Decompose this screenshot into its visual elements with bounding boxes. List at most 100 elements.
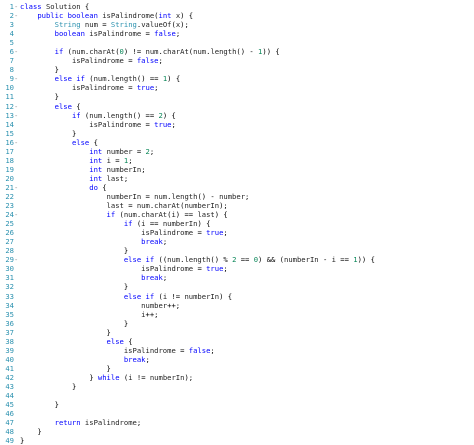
code-text[interactable]: }	[106, 363, 111, 373]
code-line[interactable]: 24- if (num.charAt(i) == last) {	[0, 210, 474, 219]
code-line[interactable]: 6- if (num.charAt(0) != num.charAt(num.l…	[0, 47, 474, 56]
code-line[interactable]: 39 isPalindrome = false;	[0, 346, 474, 355]
code-line[interactable]: 32 }	[0, 282, 474, 291]
code-text[interactable]: if (num.length() == 2) {	[71, 110, 176, 120]
code-text[interactable]: else {	[106, 336, 133, 346]
code-line[interactable]: 27 break;	[0, 237, 474, 246]
code-text[interactable]: }	[123, 282, 129, 292]
code-line[interactable]: 30 isPalindrome = true;	[0, 264, 474, 273]
code-line[interactable]: 47 return isPalindrome;	[0, 418, 474, 427]
code-text[interactable]: }	[54, 92, 59, 102]
code-text[interactable]: isPalindrome = true;	[71, 83, 159, 93]
code-text[interactable]: class Solution {	[20, 2, 90, 11]
code-text[interactable]: if (i == numberIn) {	[123, 219, 211, 229]
code-line[interactable]: 48 }	[0, 427, 474, 436]
code-text[interactable]: }	[20, 436, 25, 445]
code-text[interactable]: break;	[141, 237, 168, 247]
fold-toggle-icon[interactable]: -	[14, 11, 19, 21]
code-text[interactable]: isPalindrome = true;	[141, 228, 228, 238]
code-text[interactable]: }	[123, 318, 129, 328]
code-text[interactable]: do {	[89, 182, 107, 192]
code-line[interactable]: 8 }	[0, 65, 474, 74]
code-line[interactable]: 10 isPalindrome = true;	[0, 83, 474, 92]
code-text[interactable]	[18, 409, 20, 418]
code-text[interactable]: int numberIn;	[89, 164, 146, 174]
code-line[interactable]: 9- else if (num.length() == 1) {	[0, 74, 474, 83]
code-text[interactable]: public boolean isPalindrome(int x) {	[37, 11, 194, 21]
fold-toggle-icon[interactable]: -	[14, 2, 19, 11]
code-line[interactable]: 3 String num = String.valueOf(x);	[0, 20, 474, 29]
code-line[interactable]: 35 i++;	[0, 310, 474, 319]
code-text[interactable]: number++;	[141, 300, 181, 310]
code-line[interactable]: 14 isPalindrome = true;	[0, 120, 474, 129]
code-line[interactable]: 7 isPalindrome = false;	[0, 56, 474, 65]
code-text[interactable]: int number = 2;	[89, 146, 155, 156]
code-text[interactable]	[18, 391, 20, 400]
code-text[interactable]: else {	[54, 101, 81, 111]
fold-toggle-icon[interactable]: -	[14, 255, 19, 265]
code-line[interactable]: 49}	[0, 436, 474, 445]
code-line[interactable]: 44	[0, 391, 474, 400]
code-text[interactable]: String num = String.valueOf(x);	[54, 20, 189, 30]
fold-toggle-icon[interactable]: -	[14, 101, 19, 111]
code-line[interactable]: 23 last = num.charAt(numberIn);	[0, 201, 474, 210]
code-text[interactable]: } while (i != numberIn);	[89, 372, 194, 382]
code-line[interactable]: 13- if (num.length() == 2) {	[0, 111, 474, 120]
code-text[interactable]: if (num.charAt(0) != num.charAt(num.leng…	[54, 47, 280, 57]
code-line[interactable]: 38 else {	[0, 337, 474, 346]
code-line[interactable]: 5	[0, 38, 474, 47]
code-text[interactable]: }	[71, 381, 77, 391]
code-line[interactable]: 40 break;	[0, 355, 474, 364]
code-line[interactable]: 41 }	[0, 364, 474, 373]
fold-toggle-icon[interactable]: -	[14, 110, 19, 120]
code-text[interactable]: else if ((num.length() % 2 == 0) && (num…	[123, 255, 375, 265]
code-text[interactable]	[18, 38, 20, 47]
code-text[interactable]: }	[106, 327, 111, 337]
code-line[interactable]: 46	[0, 409, 474, 418]
code-line[interactable]: 21- do {	[0, 183, 474, 192]
code-text[interactable]: if (num.charAt(i) == last) {	[106, 210, 228, 220]
code-text[interactable]: else if (i != numberIn) {	[123, 291, 233, 301]
code-text[interactable]: else if (num.length() == 1) {	[54, 74, 181, 84]
code-line[interactable]: 45 }	[0, 400, 474, 409]
fold-toggle-icon[interactable]: -	[14, 182, 19, 192]
code-text[interactable]: }	[123, 246, 129, 256]
code-line[interactable]: 29- else if ((num.length() % 2 == 0) && …	[0, 255, 474, 264]
code-text[interactable]: isPalindrome = false;	[71, 56, 163, 66]
fold-toggle-icon[interactable]: -	[14, 210, 19, 220]
fold-toggle-icon[interactable]: -	[14, 47, 19, 57]
code-line[interactable]: 36 }	[0, 319, 474, 328]
code-text[interactable]: }	[71, 128, 77, 138]
code-line[interactable]: 1-class Solution {	[0, 2, 474, 11]
code-line[interactable]: 25 if (i == numberIn) {	[0, 219, 474, 228]
code-text[interactable]: break;	[141, 273, 168, 283]
code-line[interactable]: 33 else if (i != numberIn) {	[0, 292, 474, 301]
code-text[interactable]: return isPalindrome;	[54, 418, 142, 428]
code-line[interactable]: 12- else {	[0, 102, 474, 111]
code-text[interactable]: int i = 1;	[89, 155, 133, 165]
code-line[interactable]: 18 int i = 1;	[0, 156, 474, 165]
code-line[interactable]: 42 } while (i != numberIn);	[0, 373, 474, 382]
code-line[interactable]: 20 int last;	[0, 174, 474, 183]
code-line[interactable]: 31 break;	[0, 273, 474, 282]
code-text[interactable]: }	[54, 65, 59, 75]
code-text[interactable]: }	[54, 400, 59, 410]
code-line[interactable]: 43 }	[0, 382, 474, 391]
code-line[interactable]: 19 int numberIn;	[0, 165, 474, 174]
code-text[interactable]: break;	[123, 354, 150, 364]
code-line[interactable]: 22 numberIn = num.length() - number;	[0, 192, 474, 201]
fold-toggle-icon[interactable]: -	[14, 74, 19, 84]
fold-toggle-icon[interactable]: -	[14, 137, 19, 147]
code-text[interactable]: int last;	[89, 173, 129, 183]
code-line[interactable]: 26 isPalindrome = true;	[0, 228, 474, 237]
code-line[interactable]: 11 }	[0, 92, 474, 101]
code-text[interactable]: isPalindrome = true;	[141, 264, 228, 274]
code-text[interactable]: boolean isPalindrome = false;	[54, 29, 181, 39]
code-line[interactable]: 16- else {	[0, 138, 474, 147]
code-text[interactable]: isPalindrome = false;	[123, 345, 215, 355]
code-line[interactable]: 37 }	[0, 328, 474, 337]
code-line[interactable]: 17 int number = 2;	[0, 147, 474, 156]
code-line[interactable]: 2- public boolean isPalindrome(int x) {	[0, 11, 474, 20]
code-line[interactable]: 4 boolean isPalindrome = false;	[0, 29, 474, 38]
